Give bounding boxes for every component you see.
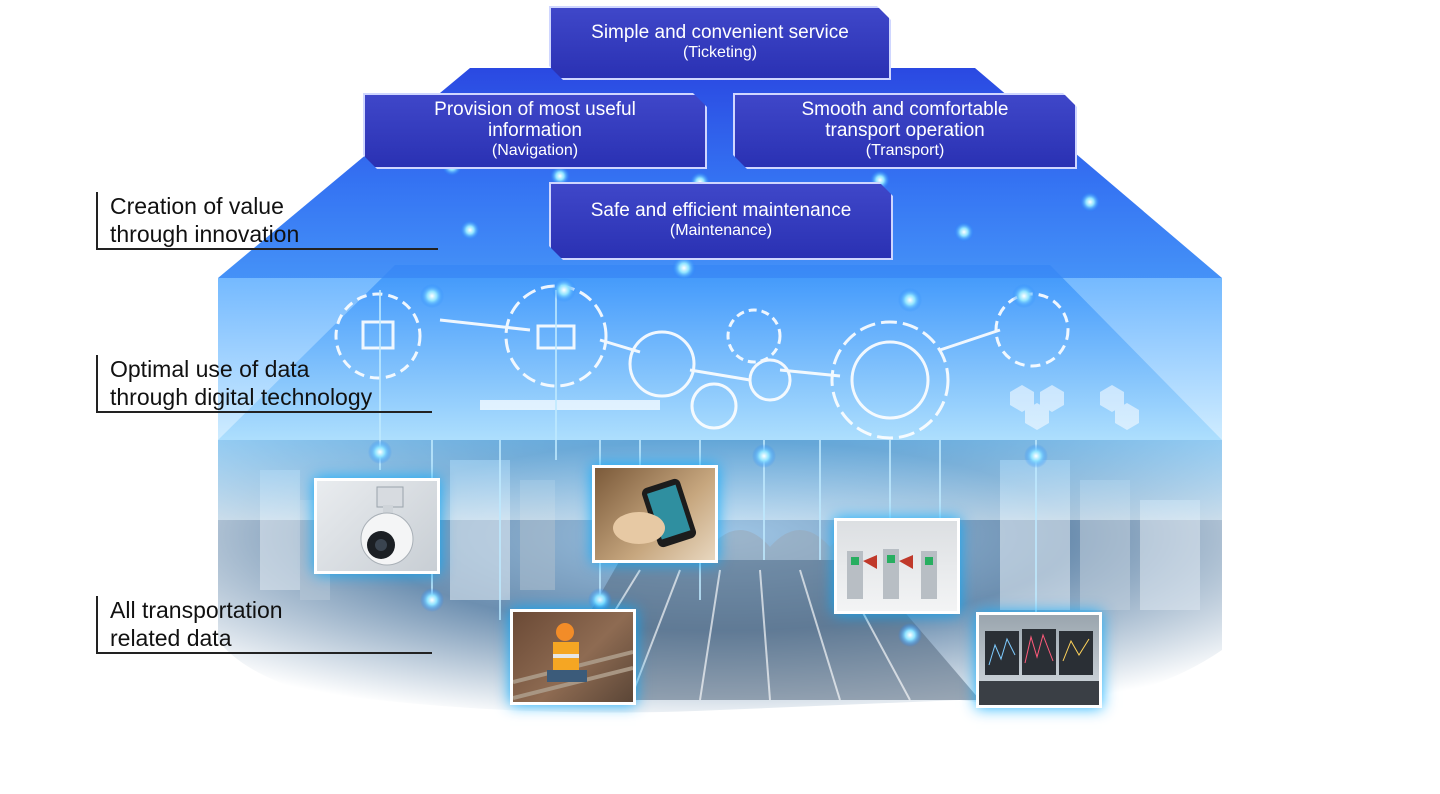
layer-label-data: All transportation related data (96, 596, 432, 654)
value-subtitle: (Navigation) (491, 142, 579, 159)
value-subtitle: (Transport) (865, 142, 945, 159)
monitor-icon (979, 629, 1099, 705)
layer-label-line: Optimal use of data (110, 356, 310, 382)
layer-label-rule (96, 248, 438, 250)
value-title: information (488, 120, 582, 141)
value-subtitle: (Ticketing) (682, 44, 758, 61)
stripe-bar (480, 400, 660, 410)
layer-label-line: through digital technology (110, 384, 373, 410)
value-title: Simple and convenient service (591, 22, 849, 43)
value-box-transport: Smooth and comfortable transport operati… (733, 93, 1077, 169)
layer-label-line: through innovation (110, 221, 300, 247)
layer-label-line: Creation of value (110, 193, 284, 219)
hex-cluster (1010, 385, 1139, 430)
value-title: Smooth and comfortable (801, 99, 1009, 120)
value-subtitle: (Maintenance) (669, 222, 773, 239)
photo-control-monitors (976, 612, 1102, 708)
value-box-navigation: Provision of most useful information (Na… (363, 93, 707, 169)
photo-track-worker (510, 609, 636, 705)
value-box-maintenance: Safe and efficient maintenance (Maintena… (549, 182, 893, 260)
layer-label-line: related data (110, 625, 232, 651)
layer-label-rule (96, 652, 432, 654)
value-title: Provision of most useful (434, 99, 636, 120)
layer-label-digital: Optimal use of data through digital tech… (96, 355, 432, 413)
layer-label-line: All transportation (110, 597, 283, 623)
security-camera-icon (360, 486, 414, 566)
layer-label-rule (96, 411, 432, 413)
photo-ticket-gates (834, 518, 960, 614)
digital-icons (334, 284, 1070, 440)
value-title: transport operation (825, 120, 985, 141)
photo-security-camera (314, 478, 440, 574)
layer-label-innovation: Creation of value through innovation (96, 192, 438, 250)
ticket-gate-icon (847, 549, 937, 599)
photo-smartphone (592, 465, 718, 563)
value-title: Safe and efficient maintenance (590, 200, 852, 221)
value-box-ticketing: Simple and convenient service (Ticketing… (549, 6, 891, 80)
worker-icon (513, 623, 633, 700)
smartphone-icon (613, 478, 697, 548)
